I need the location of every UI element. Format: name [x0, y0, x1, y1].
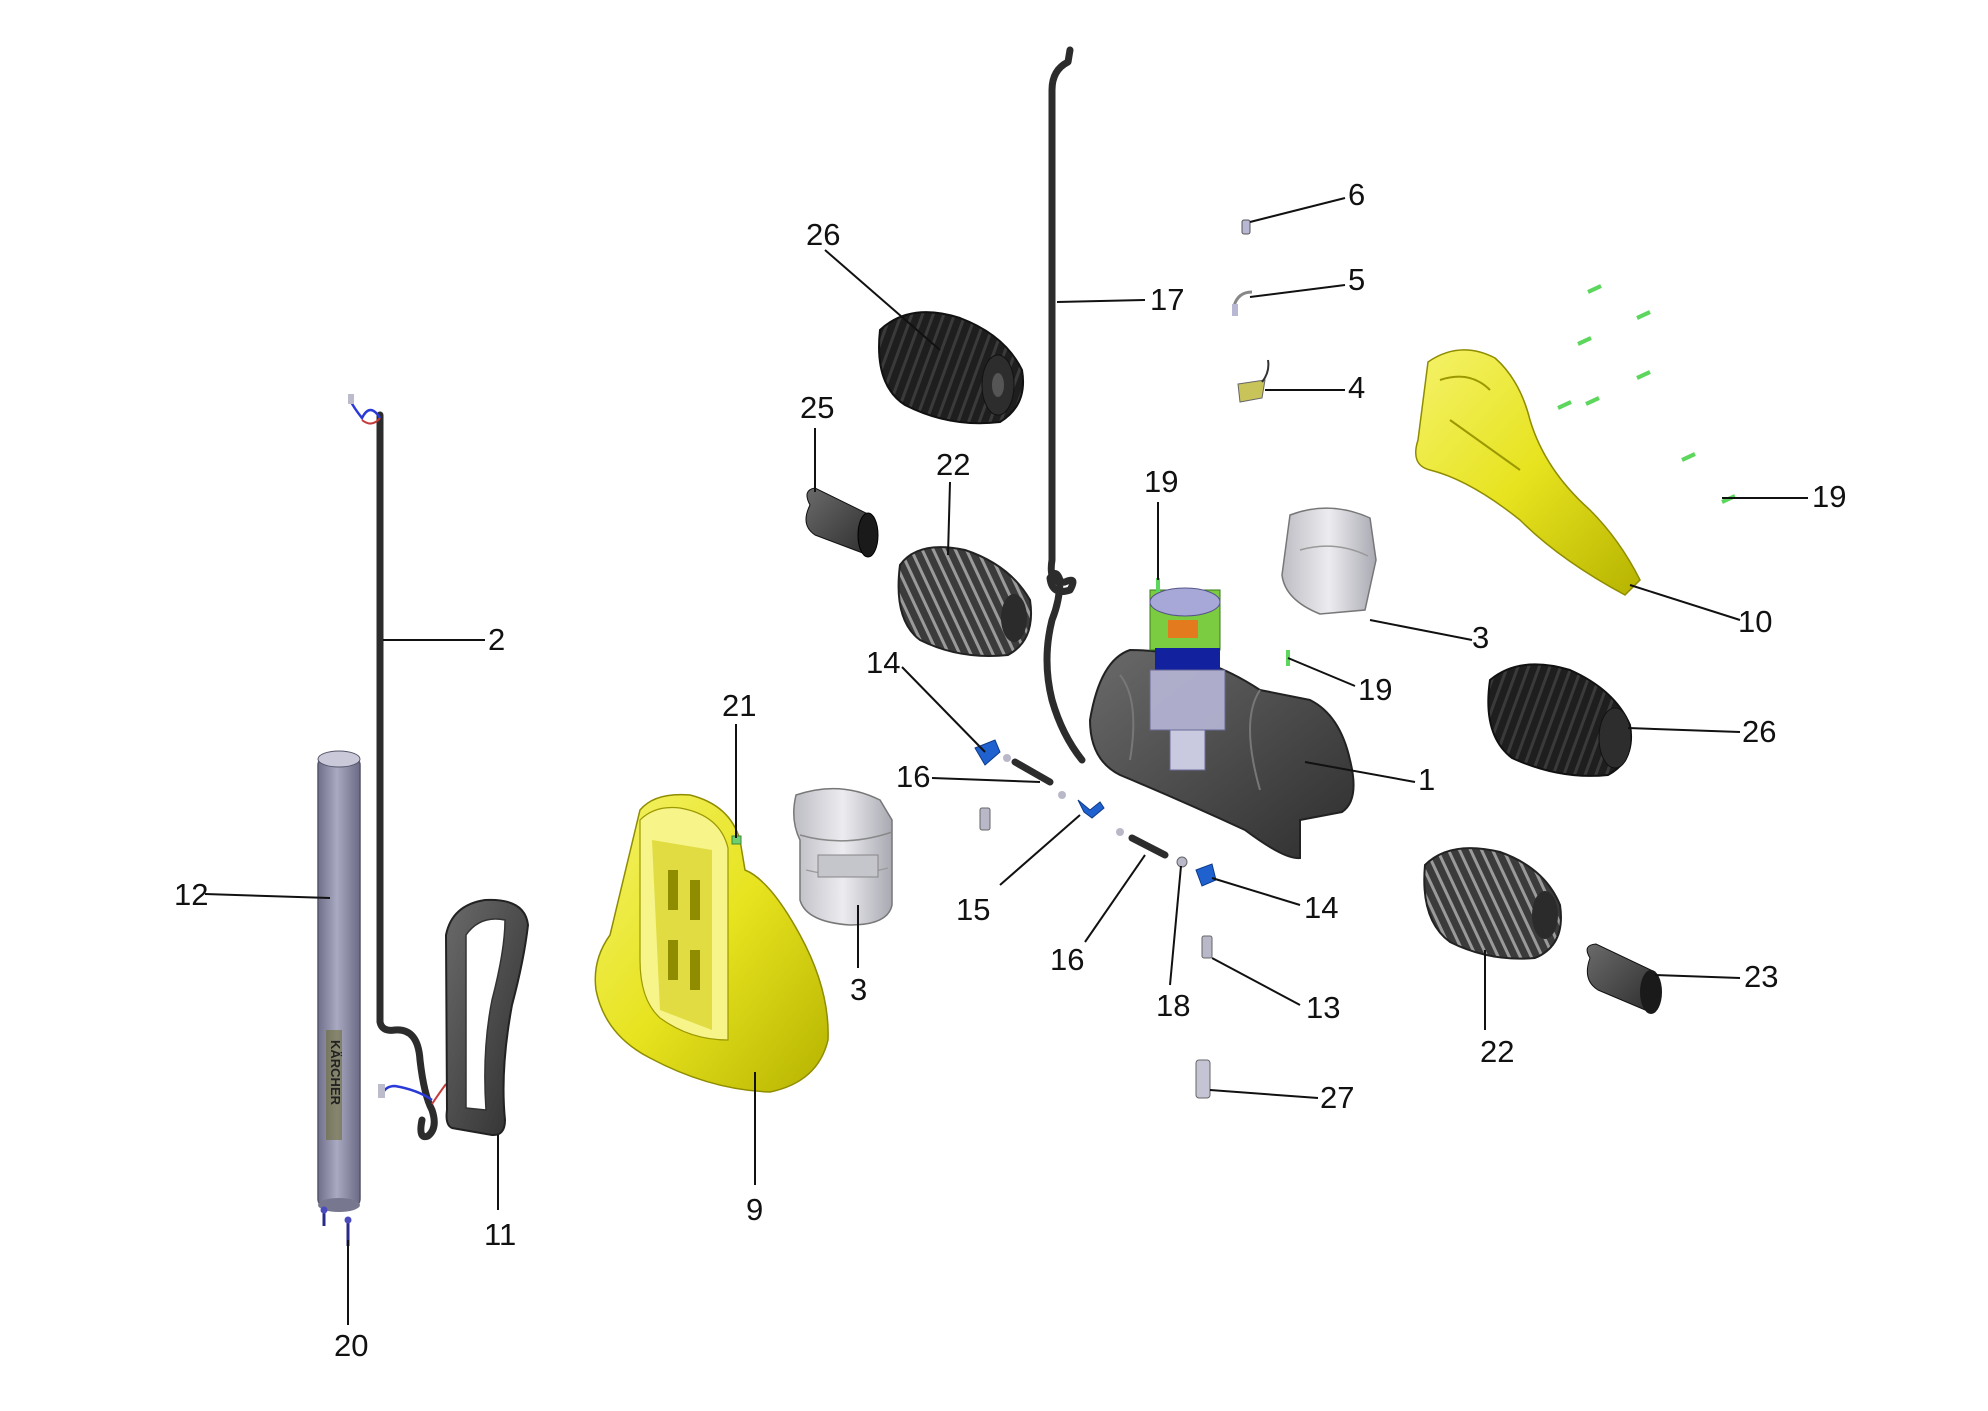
label-22-bottom: 22 [1480, 1034, 1514, 1069]
leader-lines [204, 197, 1808, 1325]
part-26-top-brush [878, 311, 1024, 425]
part-16-left-tube [1003, 754, 1054, 786]
label-26-right: 26 [1742, 714, 1776, 749]
label-13: 13 [1306, 990, 1340, 1025]
label-10: 10 [1738, 604, 1772, 639]
label-26-top: 26 [806, 217, 840, 252]
part-14-left-connector [974, 739, 1001, 766]
part-4-switch [1237, 359, 1270, 403]
part-16-right-tube [1116, 828, 1169, 859]
part-19-pins-scatter [1557, 284, 1736, 504]
part-15-t-connector [1058, 791, 1105, 819]
part-22-top-brush [897, 546, 1032, 657]
part-13-plug [1201, 935, 1213, 959]
part-6-plug [1241, 219, 1251, 235]
label-4: 4 [1348, 370, 1365, 405]
part-19-pin-center-top [1156, 578, 1160, 592]
label-16-right: 16 [1050, 942, 1084, 977]
part-17-cable [1043, 46, 1086, 764]
label-25: 25 [800, 390, 834, 425]
part-10-yellow-frame [1415, 349, 1641, 596]
part-2-cable [348, 394, 447, 1141]
part-20-screws [320, 1206, 352, 1246]
part-12-handle-tube: KÄRCHER [317, 750, 361, 1212]
label-15: 15 [956, 892, 990, 927]
label-12: 12 [174, 877, 208, 912]
karcher-logo-text: KÄRCHER [328, 1040, 343, 1106]
label-14-right: 14 [1304, 890, 1338, 925]
label-21: 21 [722, 688, 756, 723]
label-23: 23 [1744, 959, 1778, 994]
label-19-center-top: 19 [1144, 464, 1178, 499]
part-26-right-brush [1487, 663, 1632, 777]
part-3-right-grey-cover [1281, 507, 1377, 615]
part-23-sleeve [1586, 943, 1662, 1014]
part-5-sensor [1232, 290, 1253, 316]
label-19-right: 19 [1812, 479, 1846, 514]
karcher-logo-strip [326, 1030, 342, 1140]
small-plug [979, 807, 991, 831]
label-27: 27 [1320, 1080, 1354, 1115]
label-2: 2 [488, 622, 505, 657]
label-5: 5 [1348, 262, 1365, 297]
part-number-labels: 1 2 3 3 4 5 6 9 10 11 12 13 14 14 15 16 … [174, 177, 1846, 1363]
part-3-left-grey-housing [793, 787, 893, 926]
label-17: 17 [1150, 282, 1184, 317]
part-25-sleeve [805, 487, 879, 558]
part-14-right-connector [1195, 863, 1217, 887]
motor-assembly [1149, 587, 1226, 771]
label-1: 1 [1418, 762, 1435, 797]
label-16-left: 16 [896, 759, 930, 794]
label-11: 11 [484, 1217, 516, 1252]
part-11-handle-grip [444, 898, 530, 1137]
label-18: 18 [1156, 988, 1190, 1023]
part-9-yellow-housing [594, 793, 829, 1093]
label-3-left: 3 [850, 972, 867, 1007]
label-19-center: 19 [1358, 672, 1392, 707]
part-27-plug [1195, 1059, 1211, 1099]
label-3-right: 3 [1472, 620, 1489, 655]
label-14-left: 14 [866, 645, 900, 680]
part-18-nipple [1176, 856, 1188, 868]
label-6: 6 [1348, 177, 1365, 212]
label-20: 20 [334, 1328, 368, 1363]
label-9: 9 [746, 1192, 763, 1227]
label-22-top: 22 [936, 447, 970, 482]
part-22-right-brush [1423, 847, 1562, 960]
